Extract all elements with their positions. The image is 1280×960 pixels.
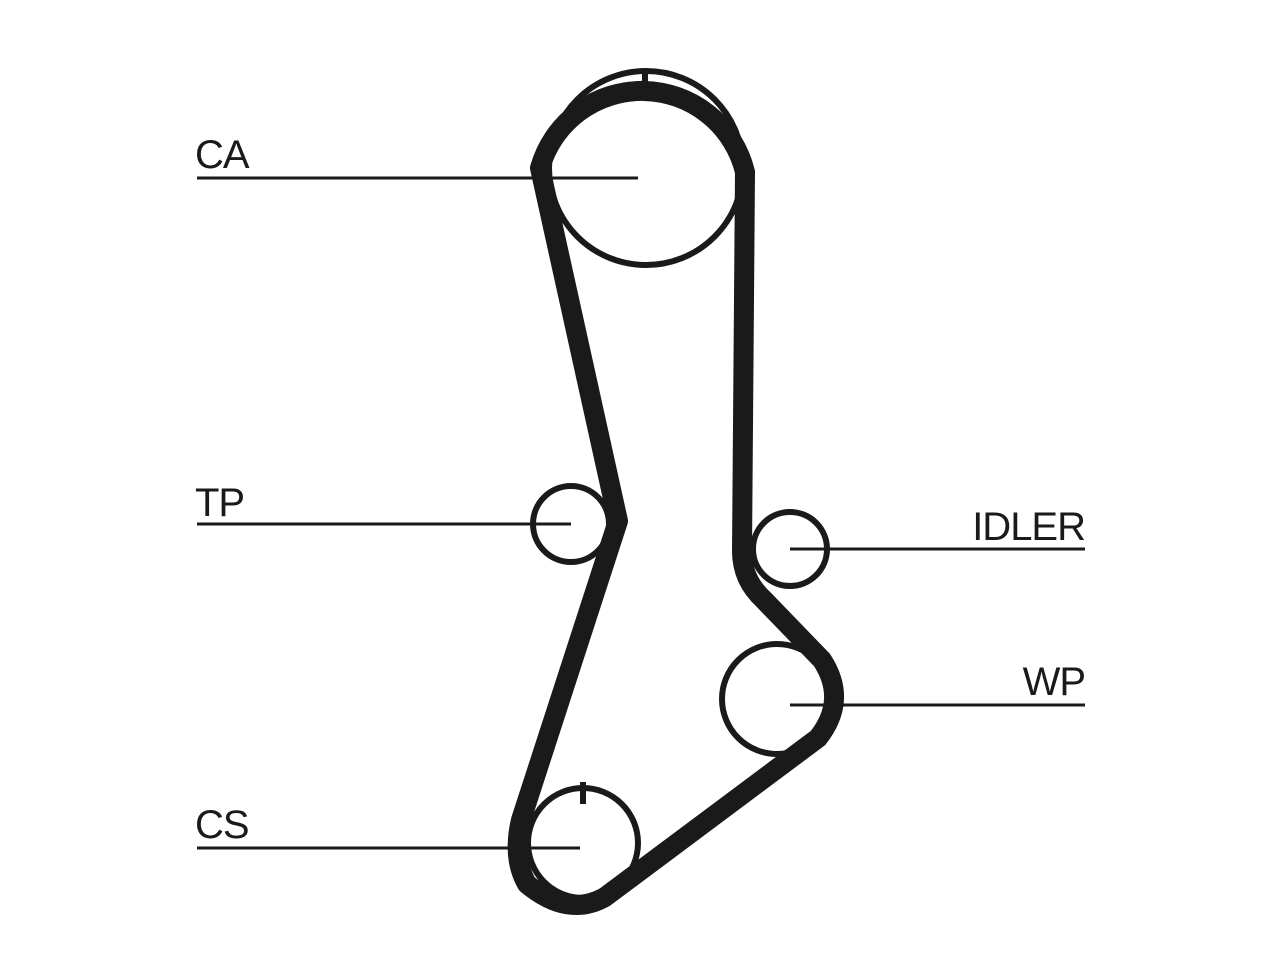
- idler-label: IDLER: [972, 505, 1085, 549]
- camshaft-pulley: [546, 68, 746, 268]
- tp-label: TP: [195, 481, 244, 525]
- crankshaft-pulley-circle: [525, 785, 641, 901]
- crankshaft-pulley: [525, 782, 641, 901]
- ca-label: CA: [195, 133, 250, 177]
- timing-belt: [507, 80, 844, 915]
- water-pump-pulley: [719, 641, 835, 757]
- camshaft-pulley-circle: [546, 68, 746, 268]
- wp-label: WP: [1023, 660, 1085, 704]
- cs-label: CS: [195, 803, 249, 847]
